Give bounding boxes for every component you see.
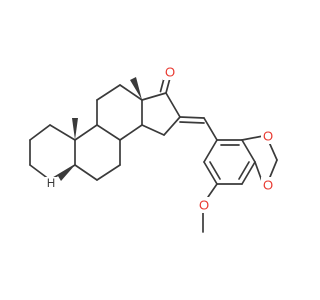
bond: [165, 77, 171, 94]
bond: [241, 135, 264, 141]
label-bg: [197, 197, 211, 213]
stereo-hydrogen-label: H: [47, 178, 55, 190]
bond: [207, 183, 218, 198]
bond: [179, 121, 205, 124]
bond: [74, 164, 98, 181]
methoxy-oxygen-label: O: [199, 198, 209, 213]
label-bg: [261, 128, 275, 144]
dioxole-oxygen-top-label: O: [263, 129, 273, 144]
bond: [29, 124, 51, 141]
dioxole-oxygen-bottom-label: O: [263, 178, 273, 193]
label-bg: [45, 177, 57, 191]
bond: [203, 139, 218, 163]
bond: [269, 159, 278, 178]
bond: [96, 124, 121, 141]
bond: [165, 92, 181, 118]
wedge-bond-hydrogen-c5: [58, 165, 75, 181]
wedge-bond-methyl-c13: [130, 77, 142, 100]
skeletal-bonds: [29, 75, 278, 233]
bond: [119, 84, 143, 101]
label-bg: [261, 177, 275, 193]
bond: [96, 164, 121, 181]
wedge-bond-methyl-c10: [72, 118, 78, 140]
bond: [238, 161, 250, 180]
molecule-structure: O O O O H: [29, 64, 278, 233]
atom-labels: O O O O H: [45, 64, 275, 213]
bond: [241, 139, 256, 163]
stereo-wedges: [58, 77, 142, 181]
bond: [241, 161, 256, 185]
bond: [141, 92, 167, 101]
bond: [49, 124, 76, 141]
bond: [74, 124, 98, 141]
bond: [203, 117, 218, 141]
bond: [179, 116, 205, 119]
bond: [141, 124, 165, 136]
bond: [163, 116, 181, 136]
bond: [209, 161, 221, 180]
ketone-oxygen-label: O: [165, 65, 175, 80]
bond: [96, 84, 121, 101]
label-bg: [163, 64, 177, 80]
bond: [268, 141, 278, 161]
bond: [203, 161, 218, 185]
bond: [119, 124, 143, 141]
